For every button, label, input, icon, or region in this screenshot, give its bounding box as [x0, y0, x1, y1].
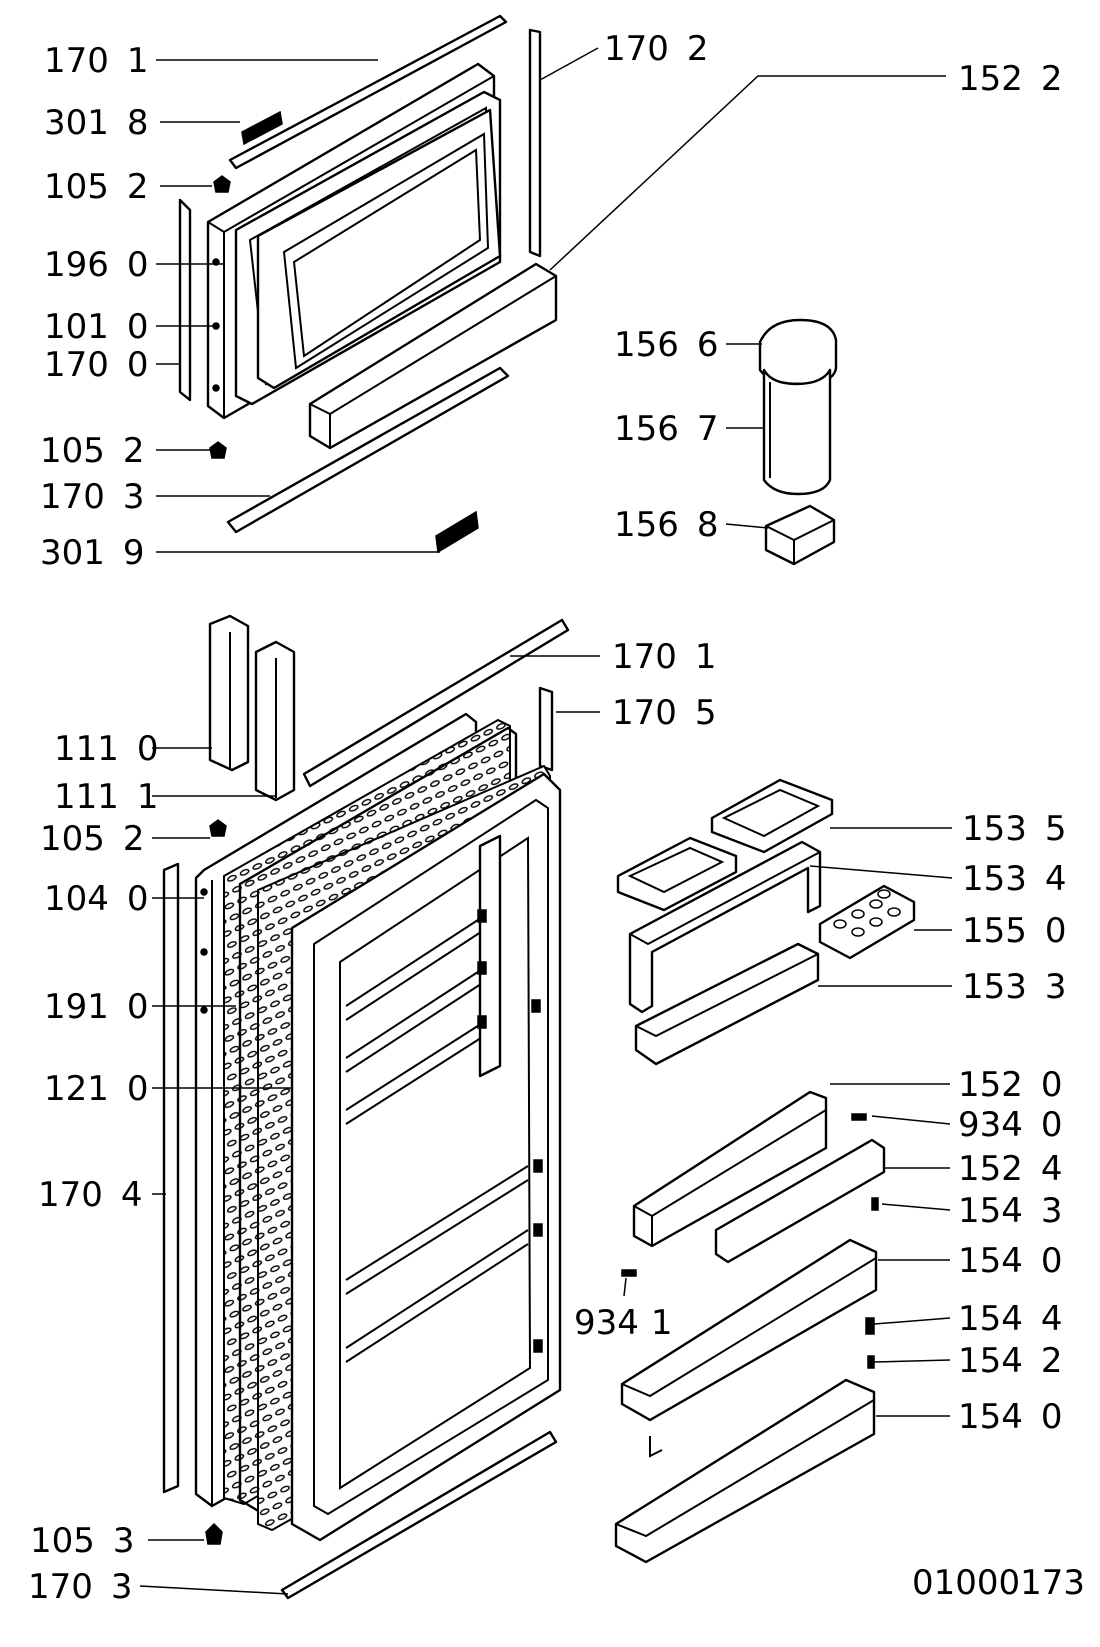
door-accessories: [614, 778, 916, 1564]
top-door-seal-strip-upper: [228, 14, 508, 170]
ice-accessory-group: [758, 318, 838, 566]
door-bin-upper: [714, 1138, 886, 1264]
liner-shelf-post: [478, 834, 502, 1078]
hinge-pin-upper: [209, 819, 227, 837]
top-door-shelf: [308, 262, 558, 450]
butter-tray-lid: [710, 778, 834, 854]
container-base: [764, 504, 836, 566]
leader-lines: [139, 47, 953, 1595]
top-door-seal-strip-lower: [226, 366, 510, 534]
clip-154-2: [867, 1355, 875, 1369]
hinge-cover-bottom: [435, 510, 479, 554]
clip-154-4: [865, 1317, 875, 1335]
dairy-shelf: [634, 942, 820, 1066]
hinge-pin-bottom: [209, 441, 227, 459]
egg-cups: [833, 889, 901, 937]
bottom-door-seal-strip-left: [162, 862, 180, 1494]
top-door-inner-liner: [256, 108, 502, 390]
container-lid: [758, 318, 838, 386]
diagram-id: 01000173: [912, 1563, 1085, 1603]
bottom-door-seal-strip-right: [538, 686, 554, 772]
bottom-door-seal-strip-lower: [280, 1430, 558, 1600]
hinge-cover-top: [241, 110, 283, 146]
top-door-seal-strip-left: [178, 198, 192, 402]
top-door-seal-strip-right: [528, 28, 542, 258]
container-body: [762, 368, 832, 496]
hinge-pin-lower: [205, 1522, 223, 1545]
bottom-door-assembly: [162, 614, 570, 1600]
egg-tray: [818, 884, 916, 960]
clip-934-0: [851, 1113, 867, 1121]
bottom-door-seal-strip-upper: [302, 618, 570, 788]
clip-154-3: [871, 1197, 879, 1211]
clip-934-1: [621, 1269, 637, 1277]
top-door-assembly: [178, 14, 558, 554]
tray-bracket: [628, 840, 822, 1014]
hinge-pin-top: [213, 175, 231, 193]
